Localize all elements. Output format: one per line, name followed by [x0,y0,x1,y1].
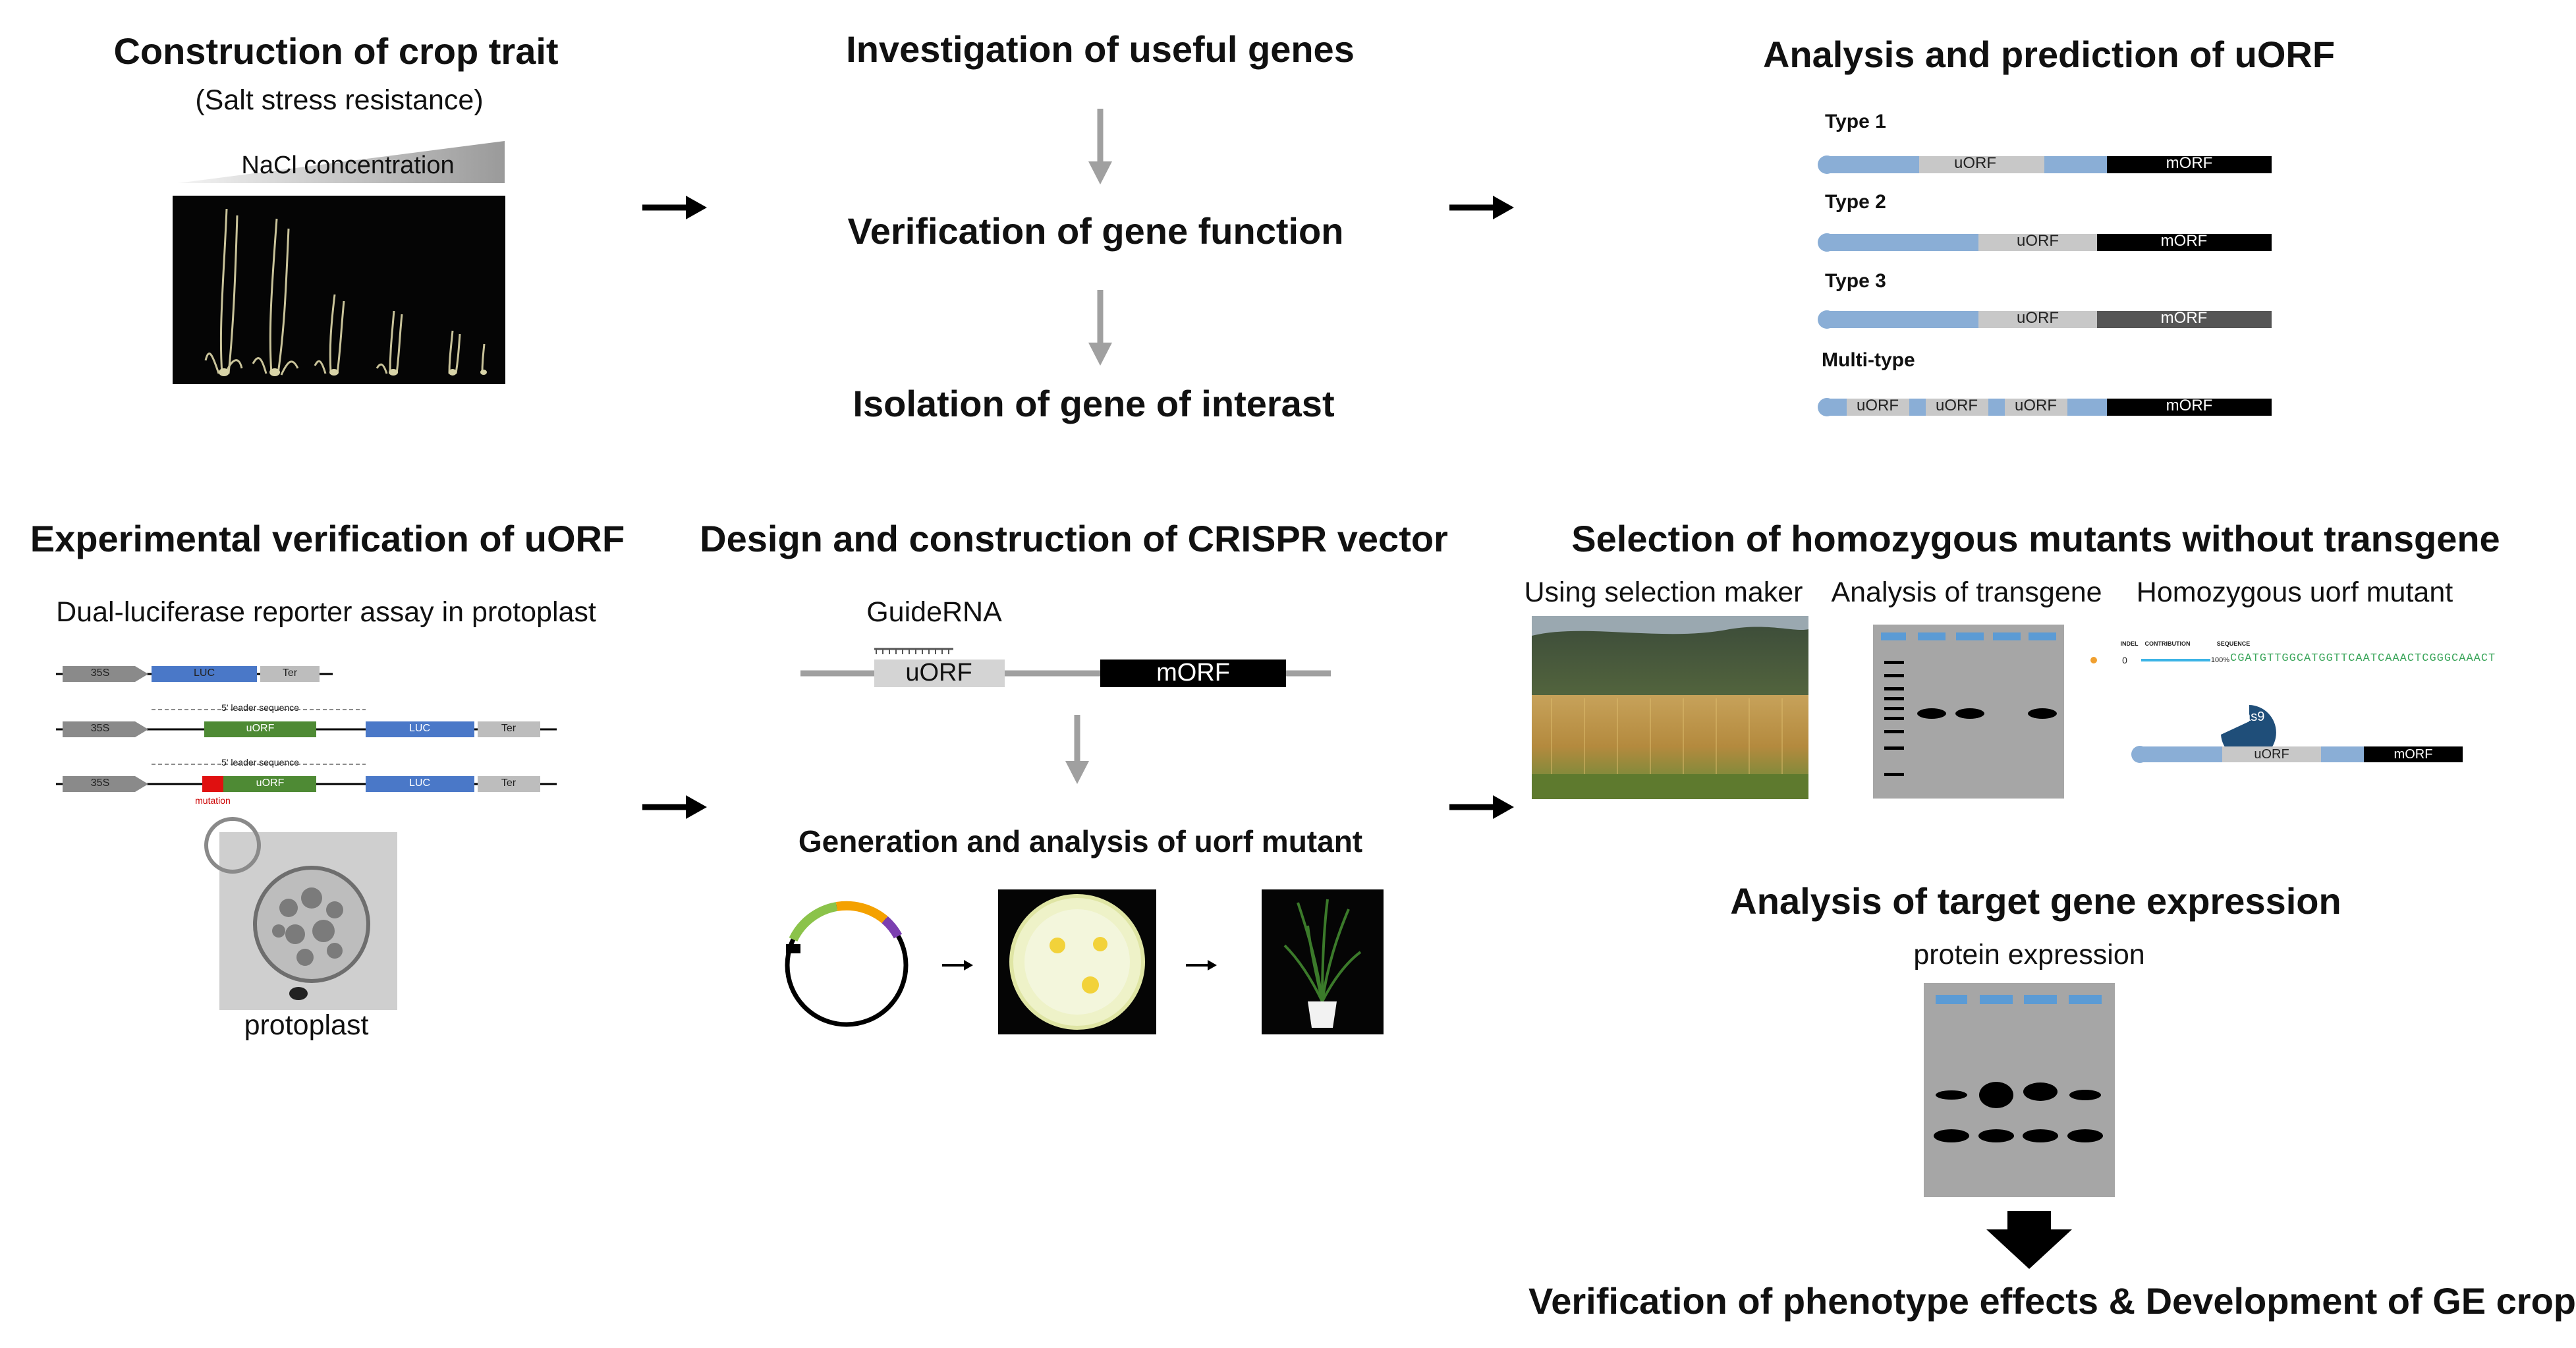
type-2-label: Type 2 [1825,191,1886,213]
protoplast-caption: protoplast [244,1009,369,1041]
cas9-target-diagram [2131,705,2463,763]
uorf-green-label: uORF [256,777,285,789]
cas9-label: Cas9 [2233,710,2265,724]
uorf-analysis-title: Analysis and prediction of uORF [1762,34,2336,75]
type-3-label: Type 3 [1825,270,1886,292]
transgene-gel [1873,625,2064,799]
ter-label: Ter [501,723,517,734]
crispr-morf-label: mORF [1156,659,1230,687]
arrow-right-icon [642,196,707,219]
promoter-label: 35S [90,723,110,734]
ter-label: Ter [282,667,298,679]
uorf-green-label: uORF [246,723,275,734]
western-blot [1924,983,2115,1197]
luc-label: LUC [408,723,431,734]
type-1-label: Type 1 [1825,111,1886,132]
seq-header-indel: INDEL [2120,640,2139,647]
expression-title: Analysis of target gene expression [1730,880,2341,922]
type-3-transcript [1818,310,2272,329]
final-outcome-title: Verification of phenotype effects & Deve… [1528,1280,2576,1322]
arrow-right-icon [1449,196,1514,219]
type-1-uorf: uORF [1953,154,1997,172]
luciferase-constructs [56,666,557,792]
panel-selection-maker: Using selection maker [1524,576,1803,608]
cas9-morf-label: mORF [2394,747,2433,762]
seq-header-sequence: SEQUENCE [2216,640,2251,647]
seq-indel-value: 0 [2122,655,2127,665]
seq-text: CGATGTTGGCATGGTTCAATCAAACTCGGGCAAACT [2230,652,2496,665]
ter-label: Ter [501,777,517,789]
crop-trait-subtitle: (Salt stress resistance) [195,84,484,116]
multi-type-transcript [1818,398,2272,416]
type-2-morf: mORF [2160,232,2208,250]
panel-homozygous: Homozygous uorf mutant [2136,576,2453,608]
arrow-down-gray-icon [1088,290,1112,366]
workflow-diagram: Construction of crop trait (Salt stress … [30,28,2576,1322]
multi-uorf-1: uORF [1856,397,1899,414]
rice-field-photo [1532,616,1808,799]
seedling-photo [173,196,505,384]
cas9-uorf-label: uORF [2254,747,2289,762]
type-2-uorf: uORF [2016,232,2059,250]
crispr-uorf-label: uORF [905,659,972,687]
crop-trait-title: Construction of crop trait [113,30,559,72]
multi-morf: mORF [2166,397,2213,414]
sequence-readout [2090,657,2210,663]
seq-contribution-value: 100% [2210,656,2230,664]
arrow-right-icon [1449,795,1514,819]
leader-sequence-label: 5' leader sequence [221,757,299,768]
type-3-morf: mORF [2160,309,2208,327]
type-3-uorf: uORF [2016,309,2059,327]
gene-step-isolation: Isolation of gene of interast [853,383,1335,424]
luc-label: LUC [193,667,215,679]
arrow-down-black-icon [1986,1211,2072,1269]
gene-step-investigation: Investigation of useful genes [846,28,1355,70]
crispr-vector-map [800,648,1331,687]
luc-label: LUC [408,777,431,789]
leader-sequence-label: 5' leader sequence [221,702,299,713]
promoter-label: 35S [90,667,110,679]
guide-rna-label: GuideRNA [866,596,1002,628]
experimental-verification-title: Experimental verification of uORF [30,518,625,559]
protoplast-image [204,817,397,1010]
arrow-down-gray-icon [1065,715,1089,784]
nacl-concentration-label: NaCl concentration [241,152,455,179]
expression-subtitle: protein expression [1913,939,2145,970]
crispr-design-title: Design and construction of CRISPR vector [700,518,1448,559]
type-1-transcript [1818,155,2272,174]
mutation-label: mutation [195,795,231,806]
selection-title: Selection of homozygous mutants without … [1571,518,2500,559]
nacl-gradient-wedge [178,141,505,183]
dual-luciferase-subtitle: Dual-luciferase reporter assay in protop… [56,596,596,628]
gene-step-verification: Verification of gene function [847,210,1344,252]
promoter-label: 35S [90,777,110,789]
type-2-transcript [1818,233,2272,252]
multi-type-label: Multi-type [1822,349,1915,371]
type-1-morf: mORF [2166,154,2213,172]
generation-title: Generation and analysis of uorf mutant [798,824,1363,858]
arrow-down-gray-icon [1088,109,1112,184]
transformation-workflow [785,889,1384,1034]
seq-header-contribution: CONTRIBUTION [2144,640,2191,647]
multi-uorf-3: uORF [2014,397,2058,414]
arrow-right-icon [642,795,707,819]
multi-uorf-2: uORF [1935,397,1978,414]
panel-transgene: Analysis of transgene [1831,576,2102,608]
